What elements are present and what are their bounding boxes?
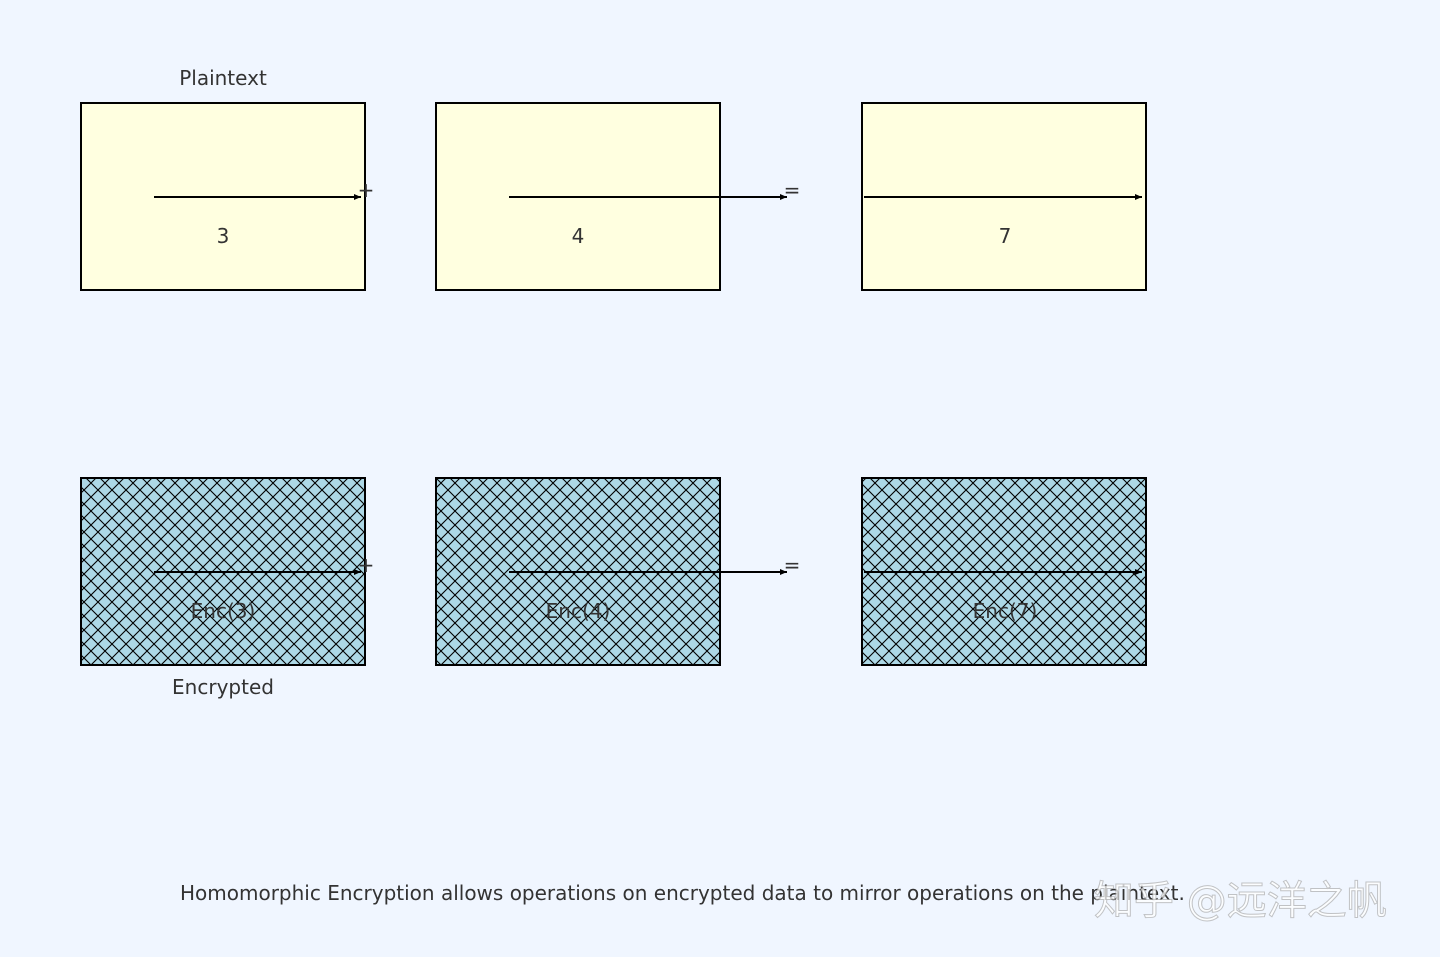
encrypted-value: Enc(3)	[191, 599, 256, 623]
caption: Homomorphic Encryption allows operations…	[180, 881, 1185, 905]
encrypted-value: Enc(7)	[973, 599, 1038, 623]
plaintext-value: 4	[572, 224, 585, 248]
plaintext-box-3: 7	[861, 102, 1147, 291]
equals-operator: =	[784, 178, 801, 202]
equals-operator: =	[784, 553, 801, 577]
plaintext-box-1: 3	[80, 102, 366, 291]
encrypted-box-2: Enc(4)	[435, 477, 787, 666]
plaintext-box-2: 4	[435, 102, 787, 291]
encrypted-box-3: Enc(7)	[861, 477, 1147, 666]
plaintext-row-label: Plaintext	[179, 66, 267, 90]
encrypted-box-1: Enc(3)	[80, 477, 366, 666]
encrypted-value: Enc(4)	[546, 599, 611, 623]
watermark: 知乎 @远洋之帆	[1094, 878, 1387, 924]
encrypted-row-label: Encrypted	[172, 675, 274, 699]
plus-operator: +	[358, 553, 375, 577]
plus-operator: +	[358, 178, 375, 202]
plaintext-value: 3	[217, 224, 230, 248]
plaintext-value: 7	[999, 224, 1012, 248]
